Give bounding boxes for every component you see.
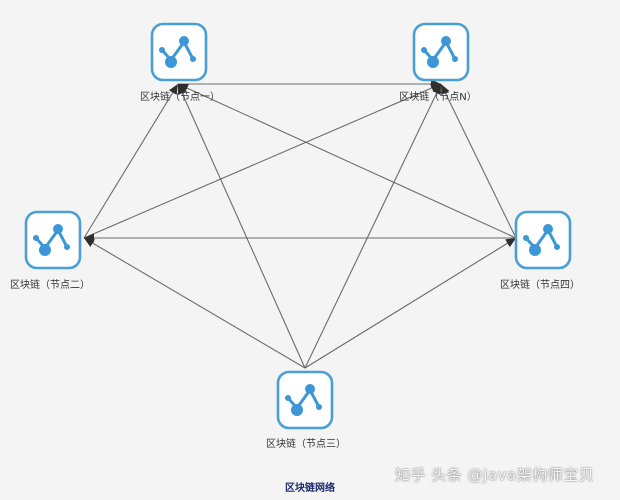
edge-n4-n1 bbox=[177, 83, 517, 239]
edge-n2-n1 bbox=[83, 83, 179, 239]
blockchain-trend-icon bbox=[24, 210, 82, 270]
edge-n2-nN bbox=[83, 83, 442, 239]
arrowhead-n2-n1 bbox=[168, 84, 178, 95]
blockchain-trend-icon bbox=[514, 210, 572, 270]
node-label-n2: 区块链（节点二） bbox=[10, 280, 90, 291]
edge-n3-n2 bbox=[83, 237, 306, 369]
node-label-n3: 区块链（节点三） bbox=[266, 439, 346, 450]
node-label-nN: 区块链（节点N） bbox=[399, 92, 477, 103]
edges-layer bbox=[83, 79, 517, 369]
arrowhead-n3-n1 bbox=[177, 84, 187, 95]
edge-n3-nN bbox=[304, 83, 442, 369]
blockchain-trend-icon bbox=[412, 22, 470, 82]
watermark: 知乎 头条 @Java架构师宝贝 bbox=[395, 466, 595, 484]
arrowhead-n4-n1 bbox=[178, 84, 189, 93]
blockchain-trend-icon bbox=[276, 370, 334, 430]
blockchain-trend-icon bbox=[150, 22, 208, 82]
arrowhead-n2-nN bbox=[430, 83, 441, 93]
arrowhead-n4-nN bbox=[441, 84, 450, 95]
edge-n3-n4 bbox=[304, 237, 517, 369]
edge-n3-n1 bbox=[177, 83, 306, 369]
arrowhead-n3-nN bbox=[432, 84, 441, 95]
arrowhead-n3-n2 bbox=[84, 238, 95, 247]
edge-n4-nN bbox=[440, 83, 517, 239]
node-label-n1: 区块链（节点一） bbox=[140, 92, 220, 103]
arrowhead-n3-n4 bbox=[505, 238, 516, 248]
node-label-n4: 区块链（节点四） bbox=[500, 280, 580, 291]
diagram-caption: 区块链网络 bbox=[285, 483, 335, 494]
